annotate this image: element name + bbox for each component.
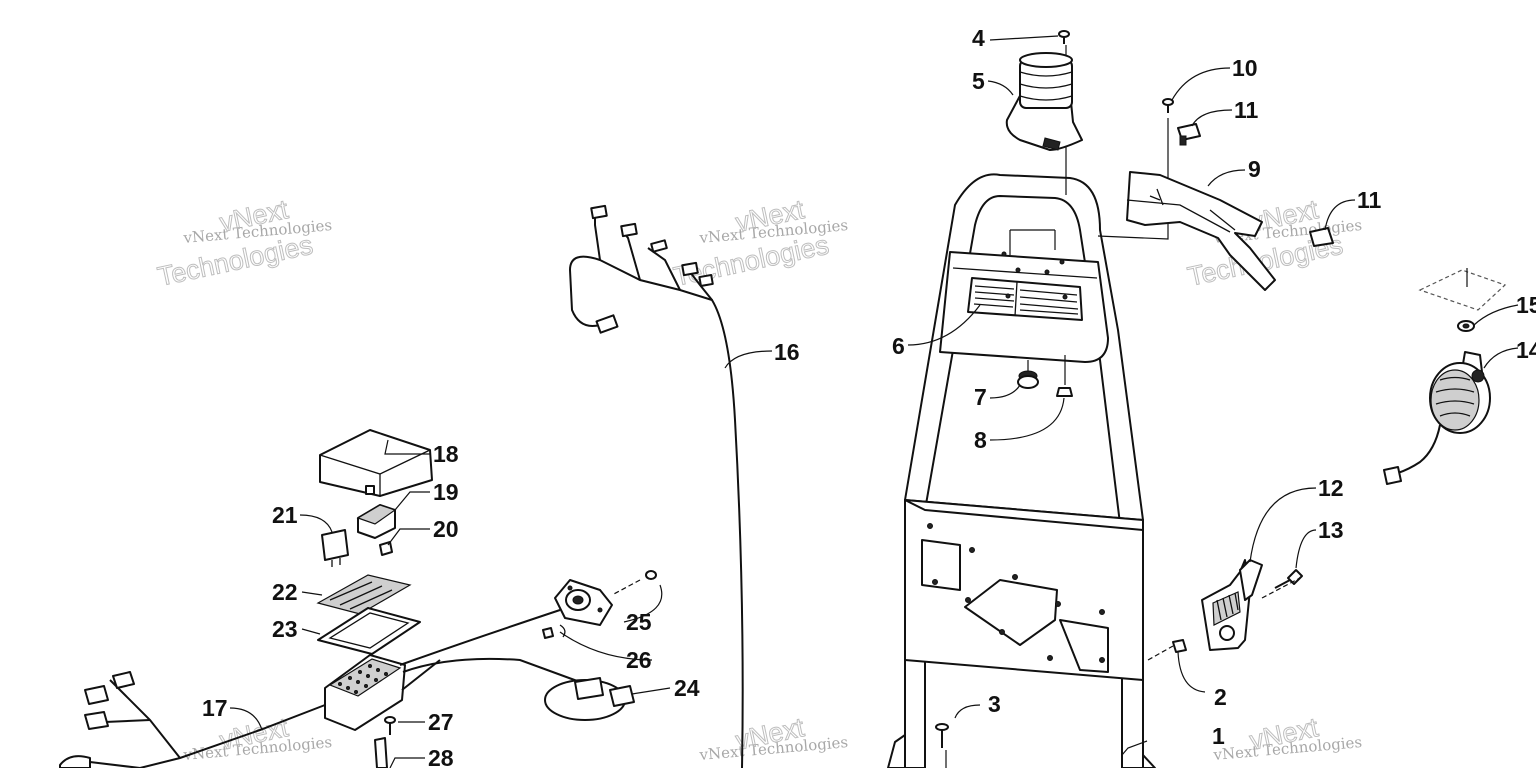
fuse-20 bbox=[379, 541, 393, 556]
grommet bbox=[1017, 370, 1039, 389]
callout-22: 22 bbox=[272, 579, 298, 605]
watermark-6: vNext Technologies vNext bbox=[1212, 712, 1363, 765]
nut-26 bbox=[542, 624, 566, 639]
watermark-1: vNext Technologies vNext Technologies bbox=[155, 194, 333, 293]
callout-24: 24 bbox=[674, 675, 700, 701]
callout-25: 25 bbox=[626, 609, 652, 635]
callout-11a: 11 bbox=[1234, 97, 1259, 123]
mount-bracket bbox=[1126, 171, 1276, 291]
wire-harness-17 bbox=[59, 609, 581, 768]
callout-15: 15 bbox=[1516, 292, 1536, 318]
callout-labels: 1 2 3 4 5 6 7 8 9 10 11 11 12 13 14 15 1… bbox=[202, 25, 1536, 768]
callout-16: 16 bbox=[774, 339, 800, 365]
bolt-27 bbox=[384, 716, 396, 735]
beacon-light bbox=[1005, 52, 1083, 151]
work-light bbox=[1383, 351, 1491, 485]
callout-27: 27 bbox=[428, 709, 454, 735]
wire-harness-16 bbox=[568, 204, 744, 768]
switch-11b bbox=[1309, 227, 1334, 247]
nut-2 bbox=[1147, 577, 1301, 661]
watermark-2: vNext Technologies vNext Technologies bbox=[671, 194, 849, 293]
callout-12: 12 bbox=[1318, 475, 1344, 501]
callout-7: 7 bbox=[974, 384, 987, 410]
callout-17: 17 bbox=[202, 695, 228, 721]
fuse-box-cover-18 bbox=[319, 429, 433, 497]
callout-8: 8 bbox=[974, 427, 987, 453]
relay-19 bbox=[356, 504, 397, 539]
rivet-10 bbox=[1162, 98, 1174, 113]
lamp-24 bbox=[544, 677, 635, 721]
callout-2: 2 bbox=[1214, 684, 1227, 710]
callout-21: 21 bbox=[272, 502, 298, 528]
nut-8 bbox=[1056, 387, 1073, 397]
relay-21 bbox=[321, 529, 349, 567]
switch-11a bbox=[1177, 123, 1201, 146]
callout-19: 19 bbox=[433, 479, 459, 505]
callout-5: 5 bbox=[972, 68, 985, 94]
bracket-28 bbox=[374, 737, 388, 768]
rack-frame bbox=[887, 45, 1169, 768]
callout-11b: 11 bbox=[1357, 187, 1382, 213]
leader-lines bbox=[229, 35, 1519, 768]
callout-4: 4 bbox=[972, 25, 985, 51]
callout-1: 1 bbox=[1212, 723, 1225, 749]
label-22 bbox=[316, 574, 412, 615]
power-socket bbox=[554, 579, 613, 626]
mount-plate-15 bbox=[1418, 268, 1507, 332]
callout-14: 14 bbox=[1516, 337, 1536, 363]
callout-26: 26 bbox=[626, 647, 652, 673]
callout-23: 23 bbox=[272, 616, 298, 642]
bolt-3 bbox=[935, 723, 949, 768]
callout-6: 6 bbox=[892, 333, 905, 359]
watermark-5: vNext Technologies vNext bbox=[698, 712, 849, 765]
callout-13: 13 bbox=[1318, 517, 1344, 543]
callout-3: 3 bbox=[988, 691, 1001, 717]
gasket-23 bbox=[317, 607, 421, 655]
callout-18: 18 bbox=[433, 441, 459, 467]
callout-9: 9 bbox=[1248, 156, 1261, 182]
callout-10: 10 bbox=[1232, 55, 1258, 81]
screw-25 bbox=[611, 570, 657, 596]
screw-4 bbox=[1058, 30, 1070, 44]
light-clamp bbox=[1201, 559, 1263, 651]
fuse-block bbox=[324, 654, 406, 731]
callout-20: 20 bbox=[433, 516, 459, 542]
callout-28: 28 bbox=[428, 745, 454, 768]
